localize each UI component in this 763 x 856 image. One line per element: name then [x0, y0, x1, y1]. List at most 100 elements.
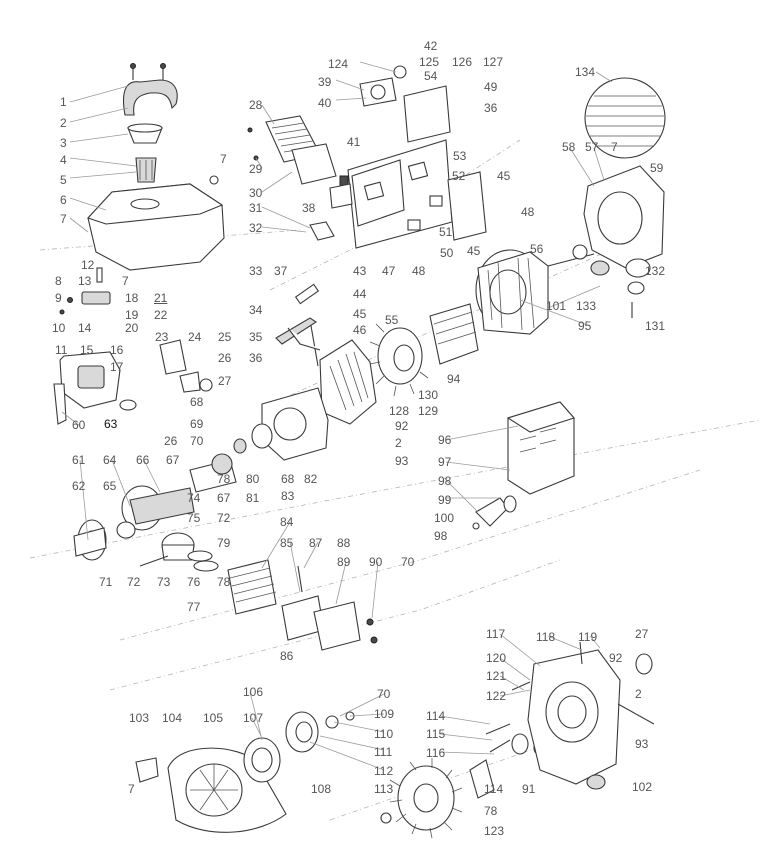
callout-25: 25	[218, 330, 232, 344]
callout-44: 44	[353, 287, 367, 301]
callout-91: 91	[522, 782, 536, 796]
callout-66: 66	[136, 453, 150, 467]
callout-99: 99	[438, 493, 452, 507]
crankcase-cover	[233, 319, 377, 461]
callout-103: 103	[129, 711, 150, 725]
callout-14: 14	[78, 321, 92, 335]
recoil-starter-housing	[135, 711, 355, 833]
callout-39: 39	[318, 75, 332, 89]
callout-119: 119	[578, 630, 598, 644]
callout-9: 9	[55, 291, 62, 305]
callout-94: 94	[447, 372, 461, 386]
crankcase-half	[485, 641, 655, 790]
callout-73: 73	[157, 575, 171, 589]
callout-16: 16	[110, 343, 124, 357]
callout-114: 114	[484, 782, 504, 796]
callout-53: 53	[453, 149, 467, 163]
callout-27: 27	[635, 627, 649, 641]
callout-98: 98	[438, 474, 452, 488]
callout-45: 45	[467, 244, 481, 258]
callout-54: 54	[424, 69, 438, 83]
callout-49: 49	[484, 80, 498, 94]
callout-128: 128	[389, 404, 410, 418]
callout-51: 51	[439, 225, 453, 239]
callout-130: 130	[418, 388, 439, 402]
callout-29: 29	[249, 162, 263, 176]
callout-81: 81	[246, 491, 260, 505]
callout-82: 82	[304, 472, 318, 486]
stator-rotor	[429, 244, 595, 365]
callout-112: 112	[374, 764, 394, 778]
callout-70: 70	[401, 555, 415, 569]
callout-61: 61	[72, 453, 86, 467]
callout-18: 18	[125, 291, 139, 305]
callout-35: 35	[249, 330, 263, 344]
callout-92: 92	[609, 651, 623, 665]
callout-104: 104	[162, 711, 183, 725]
callout-132: 132	[645, 264, 666, 278]
muffler	[472, 401, 575, 530]
callout-83: 83	[281, 489, 295, 503]
callout-102: 102	[632, 780, 653, 794]
callout-48: 48	[521, 205, 535, 219]
flywheel-fan-upper	[369, 323, 429, 397]
callout-36: 36	[484, 101, 498, 115]
callout-65: 65	[103, 479, 117, 493]
callout-45: 45	[497, 169, 511, 183]
callout-124: 124	[328, 57, 349, 71]
callout-20: 20	[125, 321, 139, 335]
callout-52: 52	[452, 169, 466, 183]
callout-101: 101	[546, 299, 567, 313]
callout-122: 122	[486, 689, 507, 703]
callout-1: 1	[60, 95, 67, 109]
callout-7: 7	[122, 274, 129, 288]
callout-131: 131	[645, 319, 666, 333]
callout-80: 80	[246, 472, 260, 486]
callout-93: 93	[395, 454, 409, 468]
callout-7: 7	[128, 782, 135, 796]
callout-26: 26	[164, 434, 178, 448]
callout-107: 107	[243, 711, 264, 725]
callout-7: 7	[611, 140, 618, 154]
callout-43: 43	[353, 264, 367, 278]
callout-116: 116	[426, 746, 446, 760]
callout-68: 68	[190, 395, 204, 409]
callout-7: 7	[220, 152, 227, 166]
callout-8: 8	[55, 274, 62, 288]
callout-90: 90	[369, 555, 383, 569]
callout-134: 134	[575, 65, 596, 79]
callout-22: 22	[154, 308, 168, 322]
callout-31: 31	[249, 201, 263, 215]
callout-133: 133	[576, 299, 597, 313]
callout-67: 67	[166, 453, 180, 467]
callout-121: 121	[486, 669, 507, 683]
fuel-tank	[87, 175, 225, 271]
choke-linkage	[275, 283, 321, 351]
callout-71: 71	[99, 575, 113, 589]
callout-106: 106	[243, 685, 264, 699]
callout-62: 62	[72, 479, 86, 493]
callout-57: 57	[585, 140, 599, 154]
callout-2: 2	[60, 116, 67, 130]
callout-78: 78	[217, 575, 231, 589]
cylinder-block	[227, 559, 378, 651]
callout-15: 15	[80, 343, 94, 357]
callout-46: 46	[353, 323, 367, 337]
callout-47: 47	[382, 264, 396, 278]
callout-13: 13	[78, 274, 92, 288]
callout-67: 67	[217, 491, 231, 505]
callout-110: 110	[374, 727, 394, 741]
callout-56: 56	[530, 242, 544, 256]
crankshaft	[73, 453, 237, 561]
callout-59: 59	[650, 161, 664, 175]
callout-68: 68	[281, 472, 295, 486]
callout-84: 84	[280, 515, 294, 529]
callout-50: 50	[440, 246, 454, 260]
callout-10: 10	[52, 321, 66, 335]
callout-63: 63	[104, 417, 118, 431]
callout-115: 115	[426, 727, 446, 741]
callout-5: 5	[60, 173, 67, 187]
callout-120: 120	[486, 651, 507, 665]
callout-95: 95	[578, 319, 592, 333]
